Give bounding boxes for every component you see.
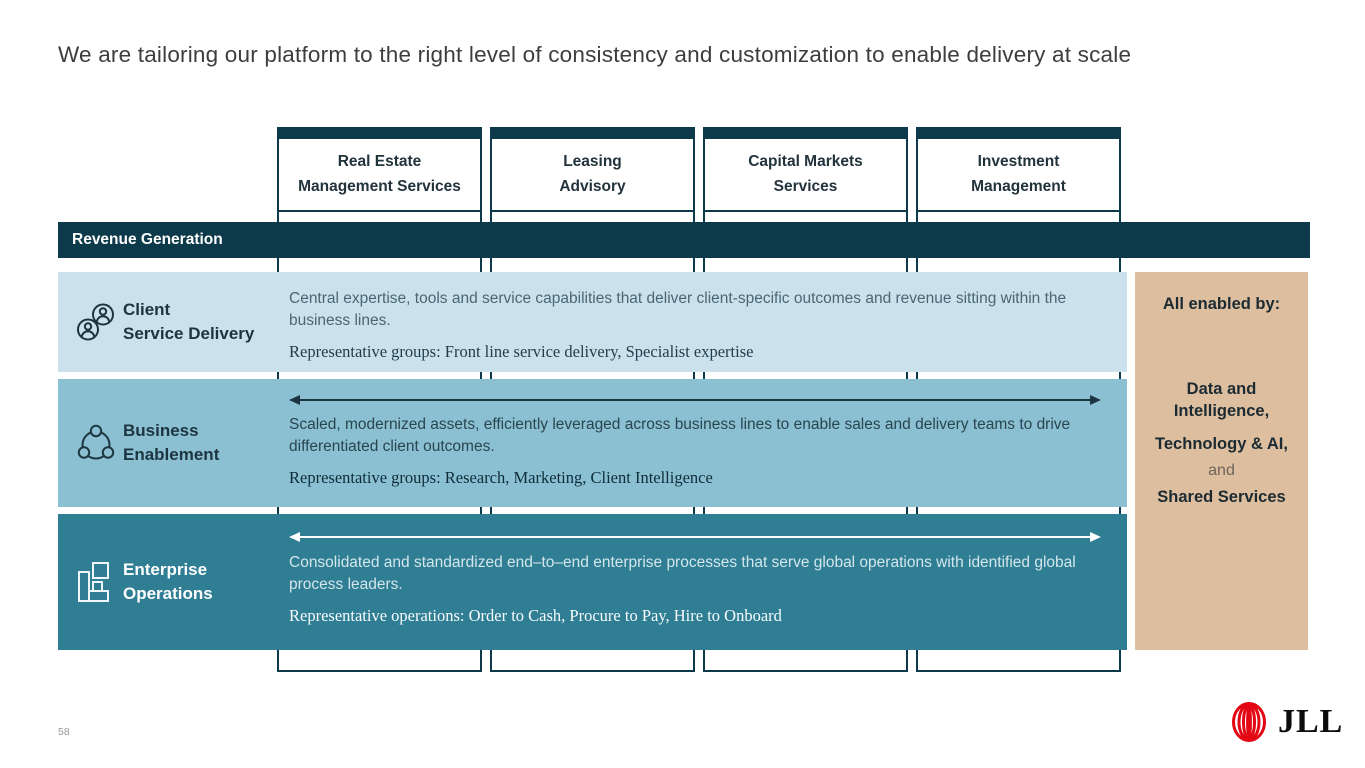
column-header: Leasing Advisory <box>490 137 695 212</box>
jll-logo: JLL <box>1227 701 1343 743</box>
column-cap <box>703 127 908 137</box>
page-number: 58 <box>58 726 70 738</box>
page-title: We are tailoring our platform to the rig… <box>58 42 1132 67</box>
column-header-line1: Real Estate <box>337 153 422 171</box>
row-content: Central expertise, tools and service cap… <box>289 272 1101 362</box>
row-content: Scaled, modernized assets, efficiently l… <box>289 379 1101 488</box>
enabler-data-and-intelligence: Data and Intelligence, <box>1173 380 1270 421</box>
column-header-line1: Leasing <box>563 153 622 171</box>
column-header: Capital Markets Services <box>703 137 908 212</box>
column-investment-management: Investment Management <box>916 127 1121 672</box>
network-icon <box>77 424 115 460</box>
enabler-conjunction: and <box>1208 461 1235 479</box>
row-representative: Representative operations: Order to Cash… <box>289 605 782 625</box>
enablers-sidebar: All enabled by: Data and Intelligence, T… <box>1135 272 1308 650</box>
arrowhead-right <box>1090 395 1101 405</box>
jll-logo-text: JLL <box>1278 703 1344 740</box>
column-header-line2: Services <box>773 177 838 195</box>
row-title-line2: Operations <box>123 584 213 603</box>
column-cap <box>277 127 482 137</box>
column-header-line2: Management <box>971 177 1066 195</box>
blocks-icon <box>78 562 109 602</box>
enabler-shared-services: Shared Services <box>1157 488 1286 507</box>
arrow-shaft <box>300 398 1090 402</box>
row-title-line1: Client <box>123 300 171 320</box>
column-header-line1: Investment <box>977 153 1060 171</box>
row-business-enablement: Business Enablement Scaled, modernized a… <box>58 379 1127 507</box>
row-description: Scaled, modernized assets, efficiently l… <box>289 416 1071 456</box>
row-title-line1: Business <box>123 421 199 441</box>
arrowhead-left <box>289 532 300 542</box>
column-header-line2: Management Services <box>298 177 461 195</box>
sidebar-items: Data and Intelligence, Technology & AI, … <box>1149 378 1294 509</box>
row-enterprise-operations: Enterprise Operations Consolidated and s… <box>58 514 1127 650</box>
row-title: Client Service Delivery <box>123 298 283 346</box>
row-client-service-delivery: Client Service Delivery Central expertis… <box>58 272 1127 372</box>
column-cap <box>490 127 695 137</box>
row-content: Consolidated and standardized end–to–end… <box>289 514 1101 626</box>
row-title-line1: Enterprise <box>123 560 208 580</box>
arrowhead-left <box>289 395 300 405</box>
span-arrow <box>289 394 1101 406</box>
column-capital-markets-services: Capital Markets Services <box>703 127 908 672</box>
column-header: Investment Management <box>916 137 1121 212</box>
column-header-line2: Advisory <box>559 177 626 195</box>
sidebar-heading: All enabled by: <box>1162 295 1281 313</box>
row-representative: Representative groups: Research, Marketi… <box>289 467 713 487</box>
revenue-generation-bar: Revenue Generation <box>58 222 1310 258</box>
arrow-shaft <box>300 535 1090 539</box>
row-description: Central expertise, tools and service cap… <box>289 290 1067 330</box>
row-title: Business Enablement <box>123 419 283 467</box>
row-title-line2: Enablement <box>123 445 220 464</box>
row-title: Enterprise Operations <box>123 558 283 606</box>
revenue-generation-label: Revenue Generation <box>72 231 223 248</box>
column-cap <box>916 127 1121 137</box>
people-icon <box>77 303 114 341</box>
column-header-line1: Capital Markets <box>748 153 863 171</box>
jll-logo-icon <box>1232 702 1266 742</box>
enabler-technology-and-ai: Technology & AI, <box>1155 434 1288 453</box>
row-title-line2: Service Delivery <box>123 324 255 343</box>
row-description: Consolidated and standardized end–to–end… <box>289 554 1076 594</box>
row-representative: Representative groups: Front line servic… <box>289 341 754 361</box>
arrowhead-right <box>1090 532 1101 542</box>
column-header: Real Estate Management Services <box>277 137 482 212</box>
span-arrow <box>289 531 1101 543</box>
